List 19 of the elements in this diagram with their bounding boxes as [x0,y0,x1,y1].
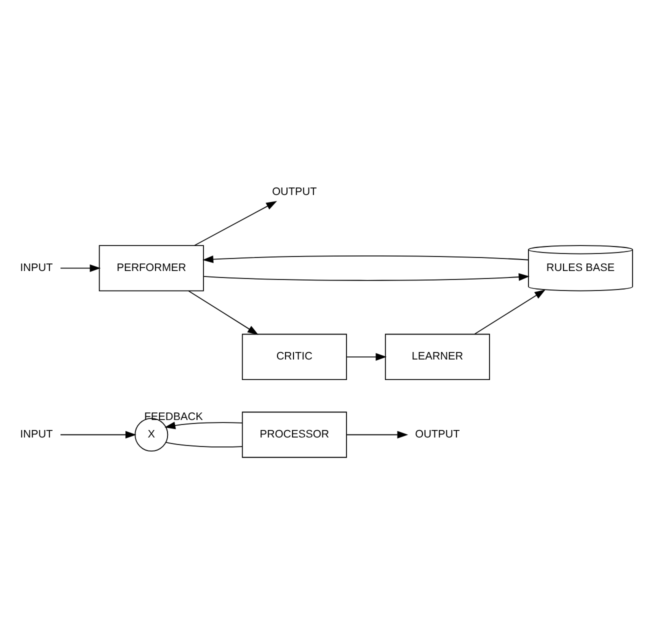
node-text: OUTPUT [415,428,460,441]
arrow [474,290,546,334]
arrow [346,430,408,439]
node-box: LEARNER [384,334,490,380]
node-text: INPUT [20,262,53,274]
arrow [194,201,278,246]
node-text: OUTPUT [272,186,317,198]
node-box: PERFORMER [98,245,204,292]
arrow [60,430,136,439]
connector [165,442,243,448]
arrow [203,273,530,281]
node-text: INPUT [20,428,53,441]
arrow [346,353,387,361]
arrow [202,256,529,264]
node-box: CRITIC [242,334,347,380]
arrow [164,422,243,430]
arrow [188,290,258,335]
arrow [60,264,101,272]
node-box: PROCESSOR [242,412,347,458]
